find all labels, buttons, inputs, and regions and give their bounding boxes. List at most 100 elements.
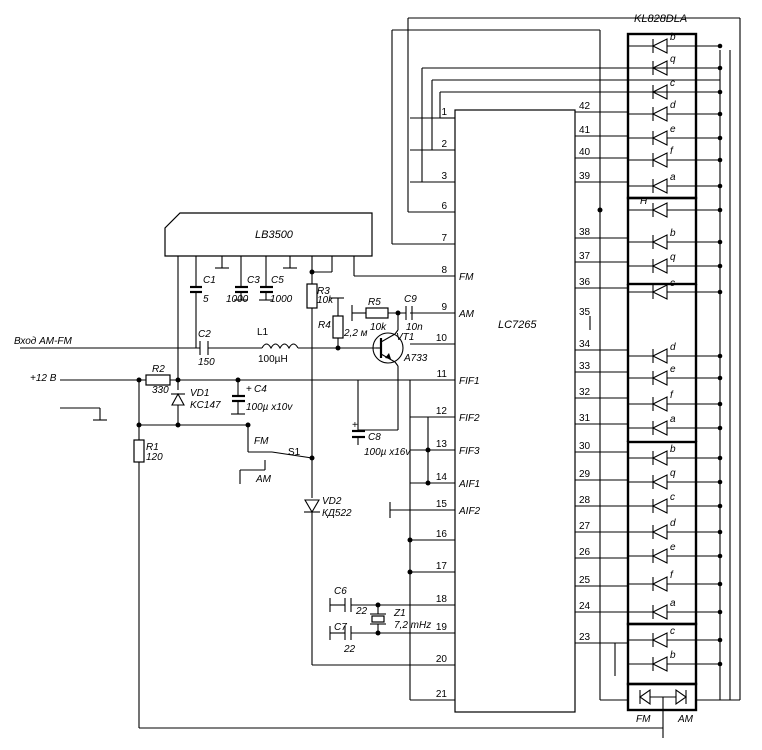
segment-label: b (670, 650, 676, 661)
c3-name: C3 (247, 275, 260, 286)
s1-fm-label: FM (254, 436, 269, 447)
segment-diode-icon (651, 348, 668, 364)
lc-left-pin-label: FIF3 (459, 446, 480, 457)
lc-right-pin-num: 30 (579, 441, 591, 452)
segment-label: f (670, 570, 674, 581)
l1-value: 100µH (258, 354, 288, 365)
display-block-4 (626, 622, 698, 686)
lc-left-pin-num: 8 (441, 265, 447, 276)
lc-left-pin-label: AIF2 (458, 506, 481, 517)
lc-left-pin-num: 14 (436, 472, 448, 483)
c4-plus: + (246, 384, 252, 395)
segment-diode-icon (651, 106, 668, 122)
segment-diode-icon (651, 178, 668, 194)
r4-name: R4 (318, 320, 331, 331)
c7-value: 22 (343, 644, 356, 655)
segment-diode-icon (651, 450, 668, 466)
c1-name: C1 (203, 275, 216, 286)
lc-right-pin-num: 33 (579, 361, 591, 372)
segment-label: d (670, 518, 676, 529)
display-block-3 (626, 440, 698, 626)
lc-right-pin-num: 32 (579, 387, 591, 398)
segment-diode-icon (651, 370, 668, 386)
segment-diode-icon (651, 576, 668, 592)
lc-right-pin-num: 38 (579, 227, 591, 238)
lc-left-pin-label: FIF1 (459, 376, 480, 387)
lc-right-pin-num: 34 (579, 339, 591, 350)
lc-left-pin-num: 10 (436, 333, 448, 344)
r4-resistor (332, 315, 344, 339)
r5-name: R5 (368, 297, 381, 308)
segment-label: d (670, 100, 676, 111)
display-fm-label: FM (636, 714, 651, 725)
lc-right-pin-num: 37 (579, 251, 591, 262)
lc-left-pin-label: FM (459, 272, 474, 283)
r2-name: R2 (152, 364, 165, 375)
lc-right-pin-num: 27 (579, 521, 591, 532)
lc-left-pin-num: 6 (441, 201, 447, 212)
segment-label: f (670, 146, 674, 157)
vd1-zener (171, 392, 185, 406)
z1-crystal (371, 615, 385, 623)
display-am-label: AM (677, 714, 694, 725)
vt1-name: VT1 (396, 332, 414, 343)
c6-value: 22 (355, 606, 368, 617)
segment-diode-icon (651, 604, 668, 620)
lb3500-chip (164, 212, 373, 257)
c5-value: 1000 (270, 294, 293, 305)
r3-value: 10k (317, 295, 334, 306)
segment-diode-icon (651, 284, 668, 300)
lc-left-pin-num: 12 (436, 406, 448, 417)
segment-label: q (670, 468, 676, 479)
segment-diode-icon (651, 152, 668, 168)
lc-right-pin-num: 36 (579, 277, 591, 288)
lc-left-pin-num: 16 (436, 529, 448, 540)
r5-resistor (365, 307, 389, 319)
segment-label: e (670, 124, 676, 135)
segment-label: e (670, 542, 676, 553)
vd1-name: VD1 (190, 388, 209, 399)
segment-diode-icon (651, 474, 668, 490)
r1-name: R1 (146, 442, 159, 453)
r5-value: 10k (370, 322, 387, 333)
s1-switch-lever[interactable] (271, 451, 313, 459)
lc-left-pin-num: 3 (441, 171, 447, 182)
display-block-1 (626, 32, 698, 200)
c4-name: C4 (254, 384, 267, 395)
lc-right-pin-num: 26 (579, 547, 591, 558)
segment-label: q (670, 252, 676, 263)
c3-value: 1000 (226, 294, 249, 305)
lc-left-pin-label: AM (458, 309, 475, 320)
z1-value: 7,2 mHz (394, 620, 431, 631)
r1-resistor (133, 439, 145, 463)
lc-right-pin-num: 25 (579, 575, 591, 586)
lc-left-pin-num: 18 (436, 594, 448, 605)
display-block-2 (626, 196, 698, 286)
segment-label: f (670, 390, 674, 401)
lc-left-pin-num: 19 (436, 622, 448, 633)
c8-plus: + (352, 420, 358, 431)
lc-right-pin-num: 31 (579, 413, 591, 424)
lc7265-chip (454, 109, 576, 713)
lc-right-pin-num: 28 (579, 495, 591, 506)
segment-label: a (670, 172, 676, 183)
lc7265-label: LC7265 (498, 319, 537, 331)
c7-name: C7 (334, 622, 347, 633)
c2-name: C2 (198, 329, 211, 340)
lc-left-pin-num: 1 (441, 107, 447, 118)
lc-right-pin-num: 40 (579, 147, 591, 158)
lc-left-pin-num: 13 (436, 439, 448, 450)
segment-diode-icon (651, 632, 668, 648)
r4-value: 2,2 м (343, 328, 368, 339)
segment-diode-icon (651, 202, 668, 218)
lc-left-pin-num: 7 (441, 233, 447, 244)
c1-value: 5 (203, 294, 209, 305)
c8-value: 100µ x16v (364, 447, 411, 458)
c8-name: C8 (368, 432, 381, 443)
lc-left-pin-num: 9 (441, 302, 447, 313)
r1-value: 120 (146, 452, 163, 463)
segment-label: c (670, 492, 675, 503)
